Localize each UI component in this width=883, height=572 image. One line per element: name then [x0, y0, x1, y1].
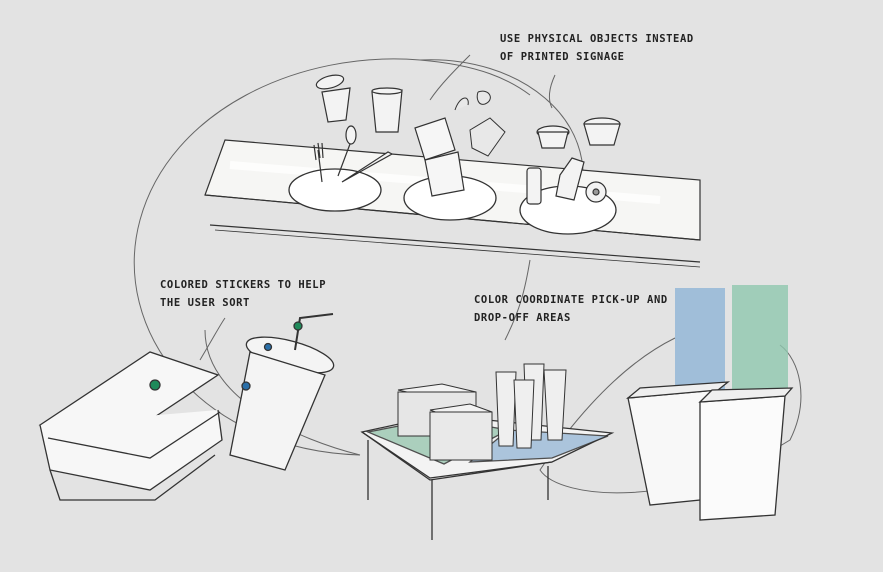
blue-sticker-lid-icon	[263, 342, 273, 352]
annotation-line: Use physical objects instead	[500, 33, 694, 45]
dropoff-bins	[625, 285, 794, 521]
green-sticker-straw-icon	[293, 321, 303, 331]
annotation-line: the user sort	[160, 297, 250, 309]
stacked-cups-icon	[495, 363, 567, 449]
annotation-line: of printed signage	[500, 51, 625, 63]
annotation-line: Colored stickers to help	[160, 279, 327, 291]
drink-cup	[229, 313, 335, 471]
blue-sticker-icon	[241, 381, 251, 391]
cups-icon	[315, 74, 403, 133]
annotation-line: Color coordinate pick-up and	[474, 294, 668, 306]
blue-zone-panel	[675, 288, 725, 390]
annotation-color-coordinate: Color coordinate pick-up and drop-off ar…	[474, 291, 668, 327]
recyclables-icon	[526, 117, 621, 205]
annotation-line: drop-off areas	[474, 312, 571, 324]
clamshell-container-icon	[414, 117, 465, 197]
green-zone-panel	[732, 285, 788, 390]
green-sticker-icon	[149, 379, 161, 391]
bin-hole-utensils	[288, 168, 382, 212]
stacked-trays-icon	[397, 383, 493, 461]
annotation-physical-objects: Use physical objects instead of printed …	[500, 30, 694, 66]
utensils-icon	[313, 125, 394, 183]
annotation-colored-stickers: Colored stickers to help the user sort	[160, 276, 326, 312]
takeout-clamshell	[38, 351, 223, 501]
food-scraps-icon	[454, 90, 506, 157]
